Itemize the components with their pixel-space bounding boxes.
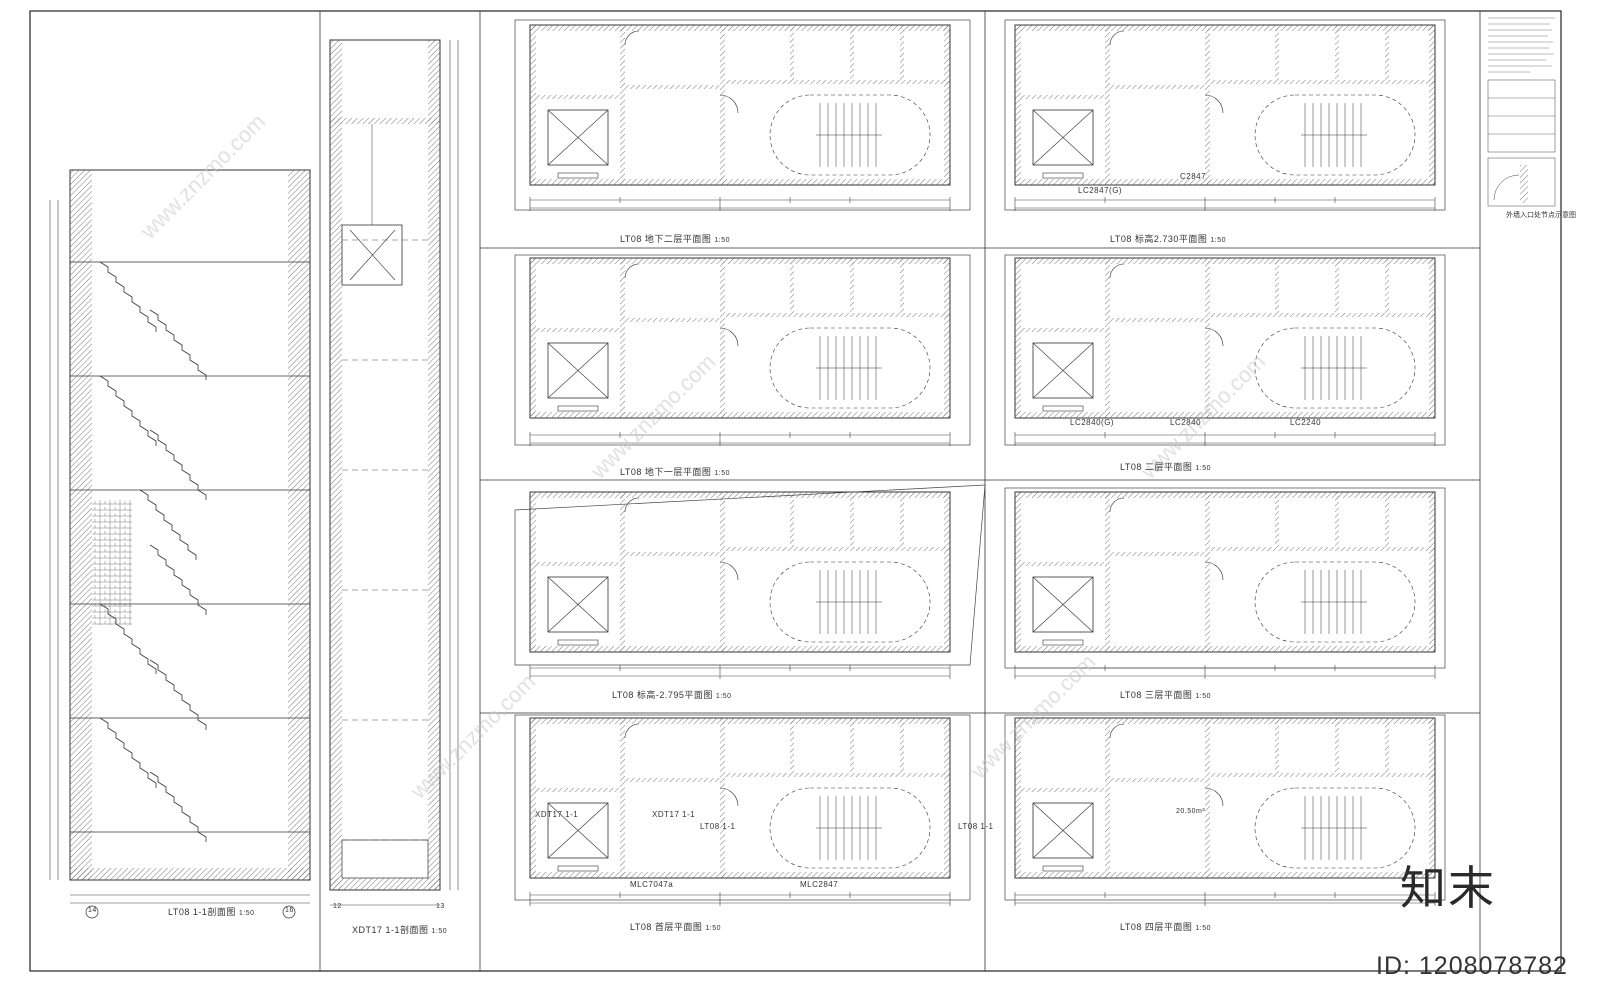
plan-m2795-drawing bbox=[529, 491, 951, 653]
axis-label: 12 bbox=[333, 903, 342, 910]
svg-text:www.znzmo.com: www.znzmo.com bbox=[405, 669, 540, 804]
section-mark: XDT17 1-1 bbox=[652, 810, 696, 819]
window-label: C2847 bbox=[1180, 172, 1207, 181]
window-label: MLC7047a bbox=[630, 880, 674, 889]
notes-title: 外墙入口处节点示意图 bbox=[1506, 212, 1576, 219]
section-mark: LT08 1-1 bbox=[700, 822, 736, 831]
plan-4f-drawing bbox=[1014, 717, 1436, 879]
brand-logo: 知末 bbox=[1400, 861, 1496, 915]
window-label: LC2840(G) bbox=[1070, 418, 1115, 427]
window-label: LC2840 bbox=[1170, 418, 1202, 427]
plan-1f-drawing bbox=[529, 717, 951, 879]
section-mark: XDT17 1-1 bbox=[535, 810, 579, 819]
plan-b1-drawing bbox=[529, 257, 951, 419]
axis-label: 13 bbox=[436, 903, 445, 910]
axis-label: 16 bbox=[285, 907, 294, 914]
stair-section-drawing bbox=[49, 169, 311, 919]
plan-drawings bbox=[514, 19, 1446, 907]
elevator-section-drawing bbox=[329, 39, 459, 906]
window-label: LC2847(G) bbox=[1078, 186, 1123, 195]
image-id-label: ID: 1208078782 bbox=[1376, 952, 1568, 980]
svg-text:www.znzmo.com: www.znzmo.com bbox=[135, 109, 270, 244]
axis-label: 14 bbox=[88, 907, 97, 914]
svg-text:www.znzmo.com: www.znzmo.com bbox=[965, 649, 1100, 784]
section-mark: LT08 1-1 bbox=[958, 822, 994, 831]
area-label: 20.50m² bbox=[1176, 808, 1206, 815]
plan-3f-drawing bbox=[1014, 491, 1436, 653]
window-label: MLC2847 bbox=[800, 880, 839, 889]
notes-panel bbox=[1487, 17, 1556, 207]
window-label: LC2240 bbox=[1290, 418, 1322, 427]
plan-2730-drawing bbox=[1014, 24, 1436, 186]
plan-b2-drawing bbox=[529, 24, 951, 186]
